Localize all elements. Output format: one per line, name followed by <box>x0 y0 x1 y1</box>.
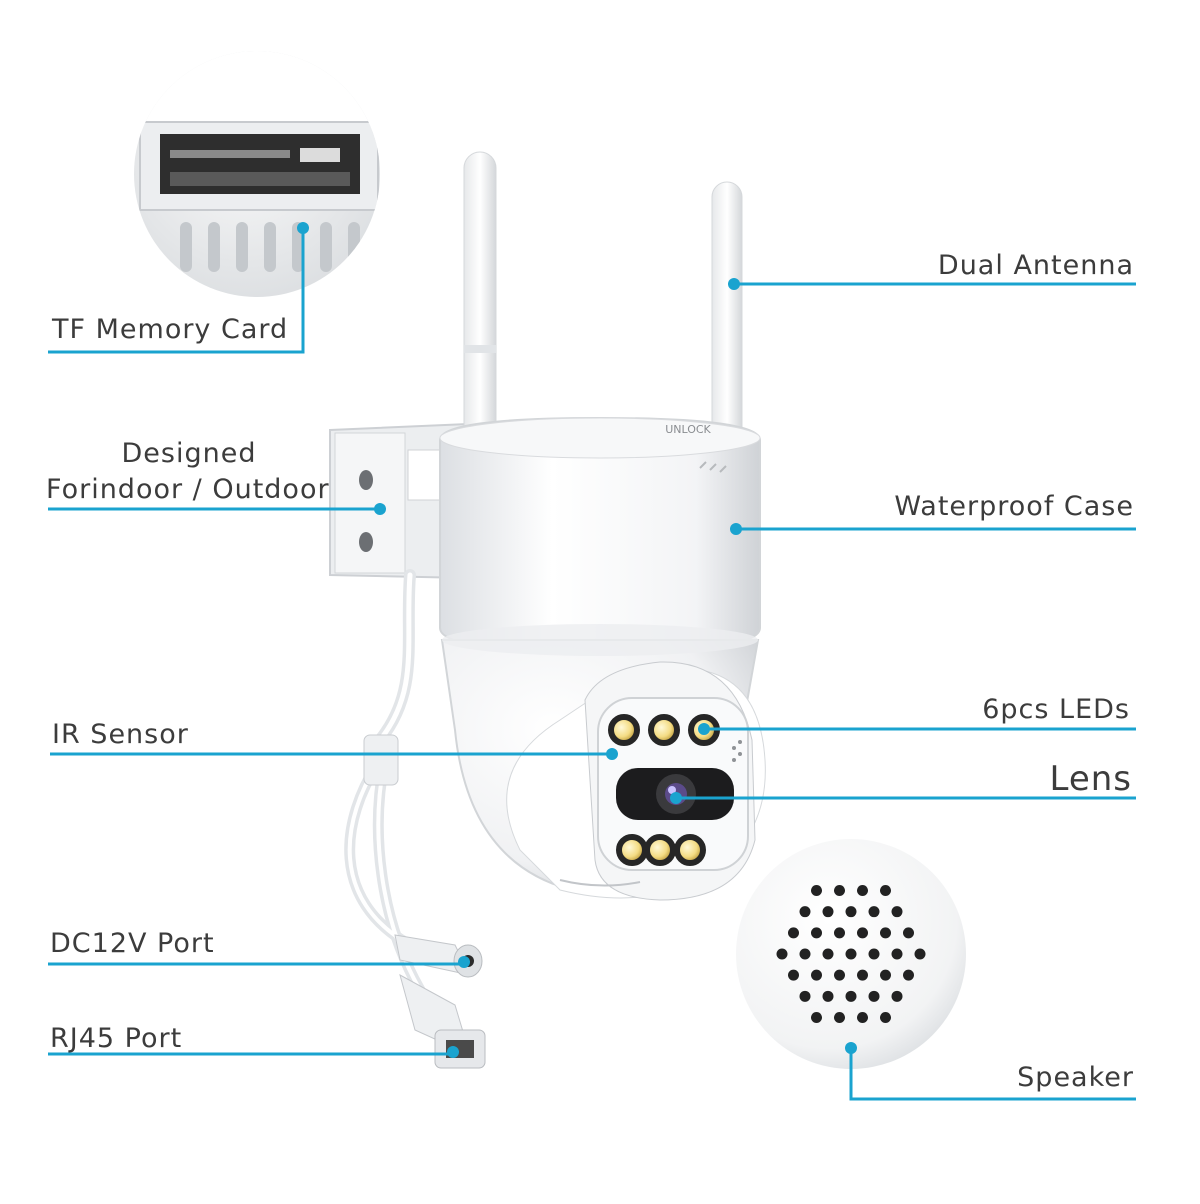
speaker-hole <box>857 927 868 939</box>
speaker-hole <box>868 906 880 918</box>
speaker-hole <box>891 906 903 918</box>
leader-tf-card <box>48 228 305 354</box>
speaker-hole <box>788 969 799 981</box>
speaker-hole <box>914 948 926 960</box>
tf-card-zoom <box>134 51 380 297</box>
speaker-hole <box>799 990 811 1002</box>
label-waterproof-case: Waterproof Case <box>894 491 1134 522</box>
speaker-hole <box>799 948 811 960</box>
speaker-hole <box>903 969 914 981</box>
speaker-hole <box>788 927 799 939</box>
speaker-hole <box>845 990 857 1002</box>
speaker-hole <box>845 906 857 918</box>
speaker-hole <box>822 990 834 1002</box>
label-ir-sensor: IR Sensor <box>52 719 189 750</box>
speaker-hole <box>880 969 891 981</box>
speaker-hole <box>880 927 891 939</box>
speaker-hole <box>857 1011 868 1023</box>
label-designed-line1: Designed <box>121 438 257 469</box>
speaker-hole <box>834 969 845 981</box>
speaker-hole <box>811 969 822 981</box>
speaker-hole <box>891 990 903 1002</box>
label-speaker: Speaker <box>1017 1062 1134 1093</box>
label-lens: Lens <box>1049 759 1132 799</box>
callout-dots <box>297 222 857 1058</box>
speaker-hole <box>903 927 914 939</box>
speaker-hole <box>811 885 822 897</box>
speaker-zoom <box>736 839 966 1069</box>
speaker-hole <box>880 885 891 897</box>
antenna-right <box>711 181 743 463</box>
speaker-hole <box>811 1011 822 1023</box>
label-6pcs-leds: 6pcs LEDs <box>982 694 1130 725</box>
speaker-hole <box>880 1011 891 1023</box>
speaker-hole <box>811 927 822 939</box>
label-tf-memory-card: TF Memory Card <box>52 314 289 345</box>
leader-speaker <box>849 1048 1136 1101</box>
label-designed-line2: Forindoor / Outdoor <box>46 474 330 505</box>
speaker-hole <box>834 1011 845 1023</box>
speaker-hole <box>868 990 880 1002</box>
label-rj45-port: RJ45 Port <box>50 1023 183 1054</box>
speaker-hole <box>822 948 834 960</box>
camera-body: UNLOCK <box>439 416 766 901</box>
speaker-hole <box>857 969 868 981</box>
speaker-hole <box>834 927 845 939</box>
label-dc12v-port: DC12V Port <box>50 928 215 959</box>
case-print-text: UNLOCK <box>665 423 711 436</box>
speaker-hole <box>845 948 857 960</box>
speaker-hole <box>857 885 868 897</box>
speaker-hole <box>776 948 788 960</box>
callout-lines <box>48 228 1136 1101</box>
speaker-hole <box>822 906 834 918</box>
speaker-hole <box>834 885 845 897</box>
speaker-hole <box>799 906 811 918</box>
speaker-hole <box>891 948 903 960</box>
label-dual-antenna: Dual Antenna <box>937 250 1134 281</box>
cable-splitter <box>363 734 399 786</box>
speaker-hole <box>868 948 880 960</box>
